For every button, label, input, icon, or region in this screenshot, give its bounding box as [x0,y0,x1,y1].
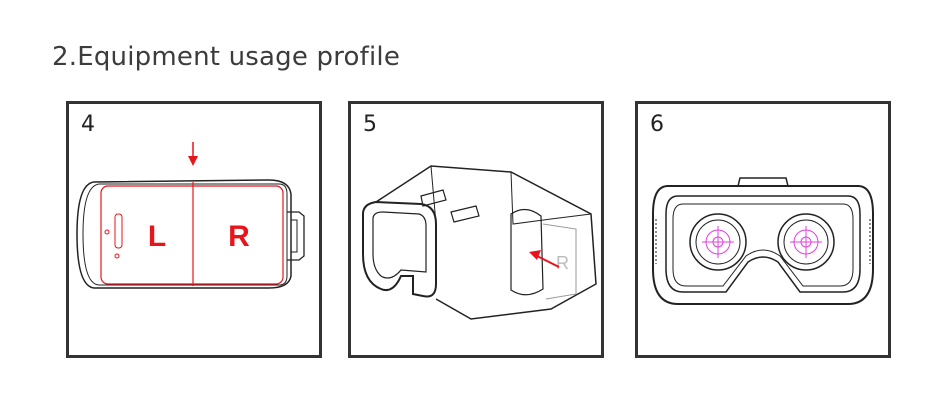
section-title: 2.Equipment usage profile [52,42,401,72]
crosshair-icon [702,226,822,258]
headset-side-diagram: R [362,165,597,320]
step-4-panel: 4 L R [66,101,322,358]
slot-label: R [556,253,569,273]
right-label: R [228,220,250,253]
step-number: 6 [650,112,664,137]
headset-lens-diagram [652,177,874,305]
step-6-panel: 6 [635,101,891,358]
phone-insertion-diagram: L R [76,142,305,289]
step-number: 5 [363,112,377,137]
step-5-panel: 5 R [348,101,604,358]
left-label: L [148,220,166,253]
step-number: 4 [81,112,95,137]
arrow-icon [536,255,560,268]
